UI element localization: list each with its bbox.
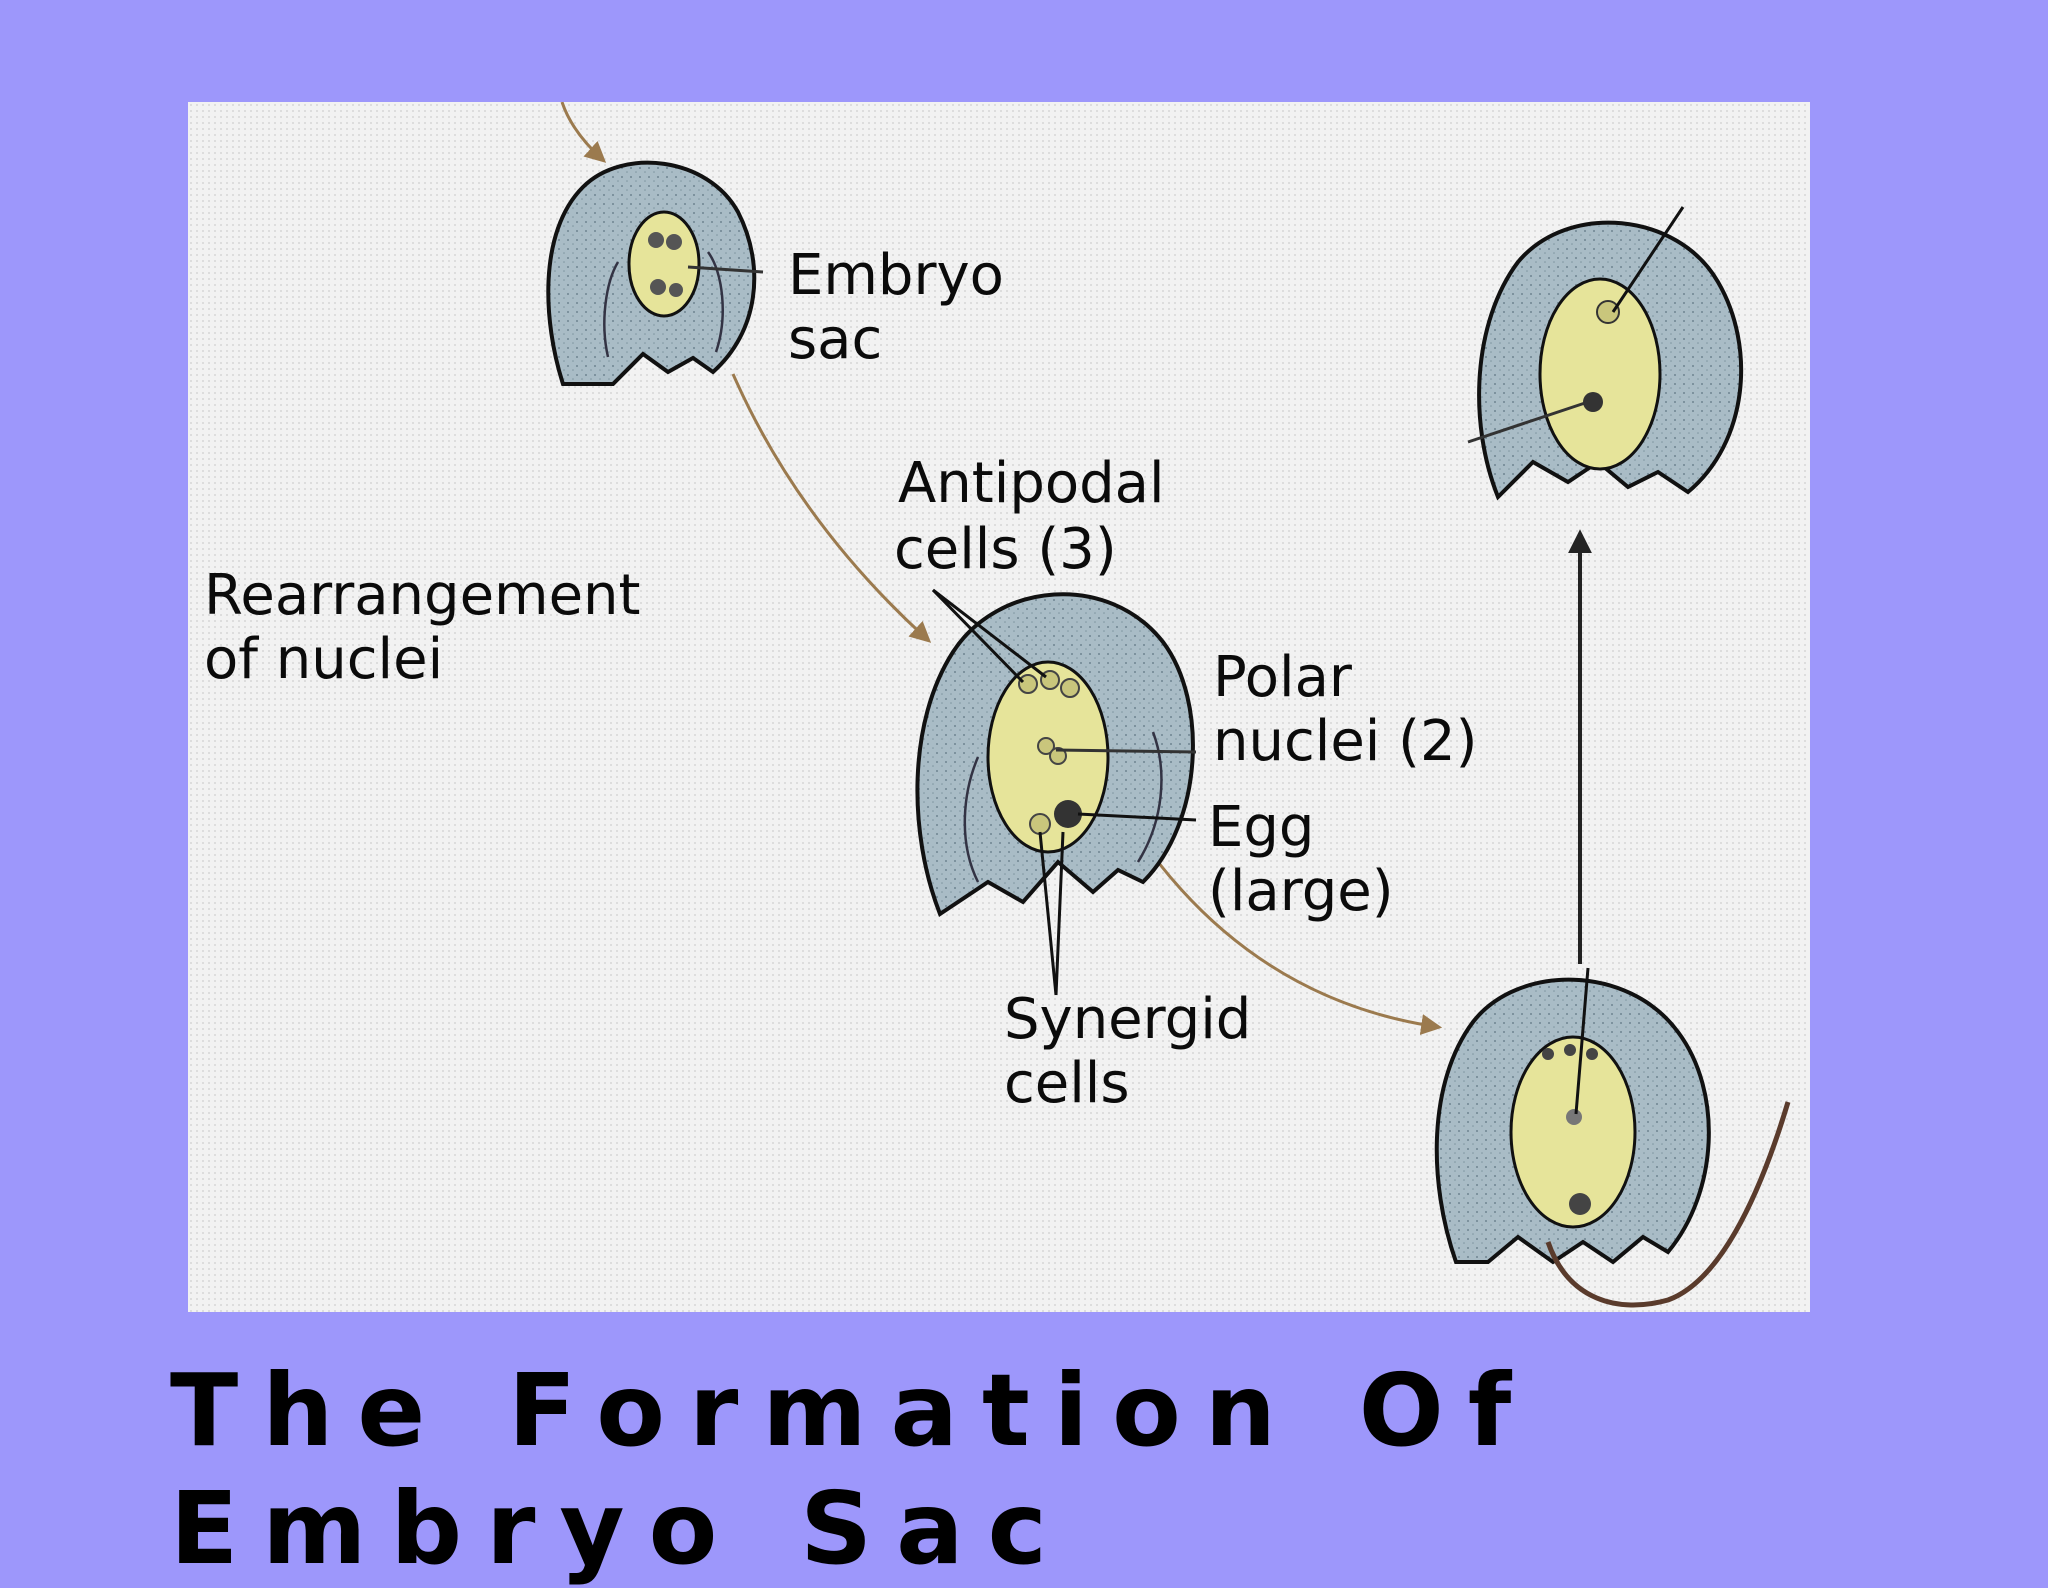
ovule-1 — [546, 160, 764, 386]
slide-title: The Formation Of Embryo Sac — [170, 1352, 1536, 1587]
arrow-into-ovule-1 — [560, 102, 607, 163]
label-embryo-sac-line1: Embryo — [788, 243, 1004, 308]
diagram-panel: Embryo sac Rearrangement of nuclei Antip… — [188, 102, 1810, 1312]
pointer-lower — [1467, 400, 1589, 444]
pointer-upper — [1611, 206, 1685, 313]
embryo-sac-diagram: Embryo sac Rearrangement of nuclei Antip… — [188, 102, 1810, 1312]
label-antipodal-line2: cells (3) — [894, 517, 1117, 582]
embryo-sac-1 — [627, 210, 701, 318]
pointer-antipodal-2 — [932, 588, 1047, 679]
embryo-sac-4 — [1538, 277, 1662, 471]
label-synergid-line2: cells — [1004, 1051, 1130, 1116]
label-rearrangement-line1: Rearrangement — [204, 563, 641, 628]
label-antipodal-line1: Antipodal — [898, 451, 1165, 516]
label-egg-line2: (large) — [1208, 859, 1394, 924]
embryo-sac-3 — [1509, 1035, 1637, 1229]
label-egg-line1: Egg — [1208, 795, 1314, 860]
arrow-ovule1-to-ovule2 — [731, 373, 932, 643]
flow-arrows — [560, 102, 1592, 1035]
pointer-egg — [1077, 812, 1197, 822]
label-synergid-line1: Synergid — [1004, 987, 1251, 1052]
pointer-embryo-sac — [687, 265, 764, 274]
pointer-synergid-2 — [1054, 831, 1065, 996]
label-polar-line2: nuclei (2) — [1213, 709, 1477, 774]
ovule-4 — [1467, 206, 1744, 501]
pollen-tube-entry — [1574, 967, 1590, 1115]
pollen-tube — [1545, 1101, 1791, 1308]
label-polar-line1: Polar — [1213, 645, 1353, 710]
pointer-polar — [1055, 748, 1197, 754]
label-rearrangement-line2: of nuclei — [204, 627, 443, 692]
label-embryo-sac-line2: sac — [788, 307, 882, 372]
arrow-ovule2-to-ovule3 — [1156, 861, 1443, 1035]
ovule-3 — [1434, 967, 1791, 1308]
ovule-2 — [915, 588, 1197, 996]
pointer-synergid-1 — [1038, 831, 1058, 996]
pointer-antipodal-1 — [931, 588, 1025, 684]
